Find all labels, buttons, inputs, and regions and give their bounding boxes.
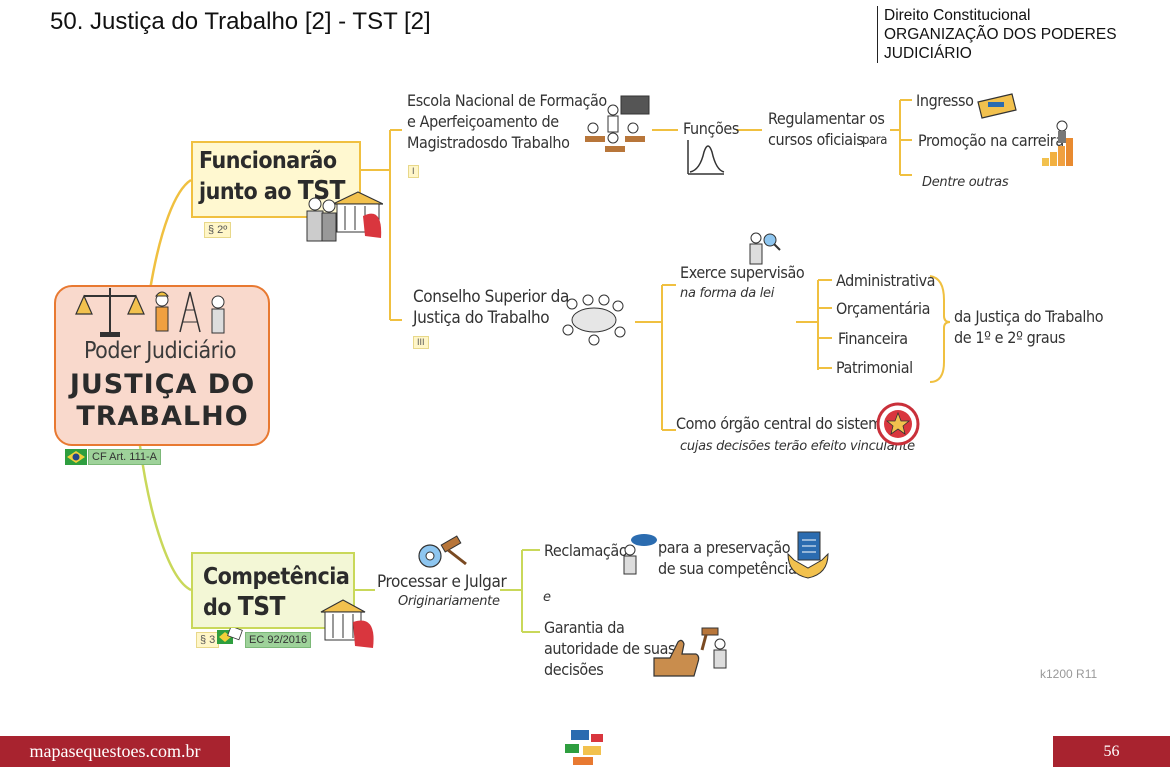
thumbs-up-judge-icon <box>653 627 727 677</box>
branch1-ref-tag: § 2º <box>204 222 232 238</box>
star-badge-icon <box>876 402 920 446</box>
document-flag-icon <box>217 628 243 644</box>
conselho-label: Conselho Superior da Justiça do Trabalho <box>413 287 569 328</box>
area-patrimonial: Patrimonial <box>836 358 913 377</box>
complaint-person-icon <box>623 534 657 575</box>
career-steps-icon <box>1042 120 1073 166</box>
site-logo-icon <box>565 730 603 765</box>
escola-ref-tag: I <box>408 165 419 178</box>
branch2-ec-tag: EC 92/2016 <box>245 632 312 648</box>
branch2-title-bold: TST <box>237 592 286 622</box>
reclamacao-label: Reclamação <box>544 541 628 560</box>
e-conjunction: e <box>543 590 551 605</box>
classroom-icon <box>585 95 650 152</box>
areas-target-label: da Justiça do Trabalho de 1º e 2º graus <box>954 307 1104 347</box>
dentre-outras-label: Dentre outras <box>922 175 1009 190</box>
area-financeira: Financeira <box>838 329 908 348</box>
escola-label: Escola Nacional de Formação e Aperfeiçoa… <box>407 91 607 152</box>
processar-sub-label: Originariamente <box>398 594 500 609</box>
preservacao-label: para a preservação de sua competência <box>658 538 797 578</box>
branch2-title-line1: Competência <box>203 564 350 590</box>
root-title: JUSTIÇA DO TRABALHO <box>69 369 256 432</box>
orgao-central-sub-label: cujas decisões terão efeito vinculante <box>680 439 915 454</box>
protected-document-icon <box>787 531 829 579</box>
court-building-icon <box>306 191 383 242</box>
branch-funcionarao-title: Funcionarão junto ao TST <box>199 146 346 207</box>
gear-gavel-icon <box>418 535 467 568</box>
processar-label: Processar e Julgar <box>377 572 507 592</box>
subject-line-1: Direito Constitucional <box>884 7 1031 24</box>
council-meeting-icon <box>562 294 626 346</box>
footer-site[interactable]: mapasequestoes.com.br <box>0 736 230 767</box>
area-administrativa: Administrativa <box>836 271 936 290</box>
funcoes-label: Funções <box>683 119 739 138</box>
subject-line-2: ORGANIZAÇÃO DOS PODERES JUDICIÁRIO <box>884 26 1117 62</box>
branch1-title-bold: TST <box>297 176 346 206</box>
branch-competencia-title: Competência do TST <box>203 562 350 623</box>
root-subtitle: Poder Judiciário <box>84 338 237 364</box>
para-label: para <box>862 133 887 148</box>
conselho-ref-tag: III <box>413 336 429 349</box>
garantia-label: Garantia da autoridade de suas decisões <box>544 618 676 679</box>
footer-page-number: 56 <box>1053 736 1170 767</box>
promocao-label: Promoção na carreira <box>918 131 1064 150</box>
ingresso-label: Ingresso <box>916 91 974 110</box>
workers-illustration-icon <box>75 288 225 337</box>
supervisao-label: Exerce supervisão <box>680 263 805 282</box>
branch1-title-line2: junto ao <box>199 179 292 205</box>
court-building-icon-2 <box>320 599 374 648</box>
map-code: k1200 R11 <box>1040 667 1098 681</box>
brazil-flag-icon <box>65 449 87 465</box>
branch1-title-line1: Funcionarão <box>199 148 337 174</box>
bell-curve-chart-icon <box>687 140 725 175</box>
supervisao-sub-label: na forma da lei <box>680 286 775 301</box>
supervisor-icon <box>749 232 781 265</box>
root-ref-tag: CF Art. 111-A <box>88 449 162 465</box>
orgao-central-label: Como órgão central do sistema <box>676 414 891 433</box>
branch2-title-line2: do <box>203 595 232 621</box>
subject-heading: Direito Constitucional ORGANIZAÇÃO DOS P… <box>877 6 1164 63</box>
regulamentar-label: Regulamentar os cursos oficiais <box>768 109 885 149</box>
area-orcamentaria: Orçamentária <box>836 299 931 318</box>
page-title: 50. Justiça do Trabalho [2] - TST [2] <box>50 8 431 35</box>
ticket-icon <box>977 93 1017 119</box>
